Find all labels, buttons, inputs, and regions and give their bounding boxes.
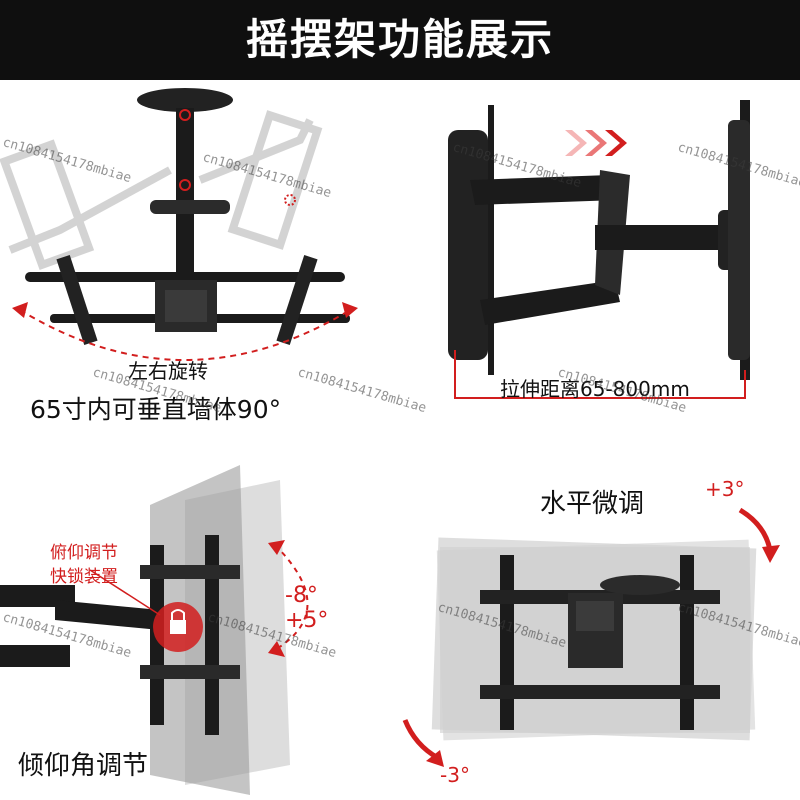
swivel-illustration xyxy=(0,88,358,361)
title-banner xyxy=(0,0,800,80)
extension-illustration xyxy=(448,100,750,399)
tilt-illustration xyxy=(0,465,309,795)
level-caption: 水平微调 xyxy=(540,489,645,519)
extension-panel: 拉伸距离65-800mm xyxy=(400,80,800,425)
tilt-panel: 俯仰调节 快锁装置 -8° +5° 倾仰角调节 xyxy=(0,425,400,800)
page-title: 摇摆架功能展示 xyxy=(245,15,554,64)
red-arrows-icon xyxy=(565,130,627,156)
swivel-subcaption: 65寸内可垂直墙体90° xyxy=(30,395,282,424)
tilt-angle-down: +5° xyxy=(285,608,329,633)
level-angle-neg: -3° xyxy=(440,763,470,787)
tilt-angle-up: -8° xyxy=(285,583,318,608)
swivel-panel: 左右旋转 65寸内可垂直墙体90° xyxy=(0,80,400,425)
level-illustration xyxy=(402,507,780,767)
level-panel: 水平微调 +3° -3° xyxy=(400,425,800,800)
tilt-lock-label-2: 快锁装置 xyxy=(50,567,118,587)
lock-icon xyxy=(153,602,203,652)
tilt-caption: 倾仰角调节 xyxy=(18,751,149,781)
extension-caption: 拉伸距离65-800mm xyxy=(500,377,690,401)
curved-arrow-icon xyxy=(402,507,780,767)
tilt-lock-label-1: 俯仰调节 xyxy=(50,543,118,563)
swivel-caption: 左右旋转 xyxy=(128,359,208,383)
level-angle-pos: +3° xyxy=(705,477,745,501)
